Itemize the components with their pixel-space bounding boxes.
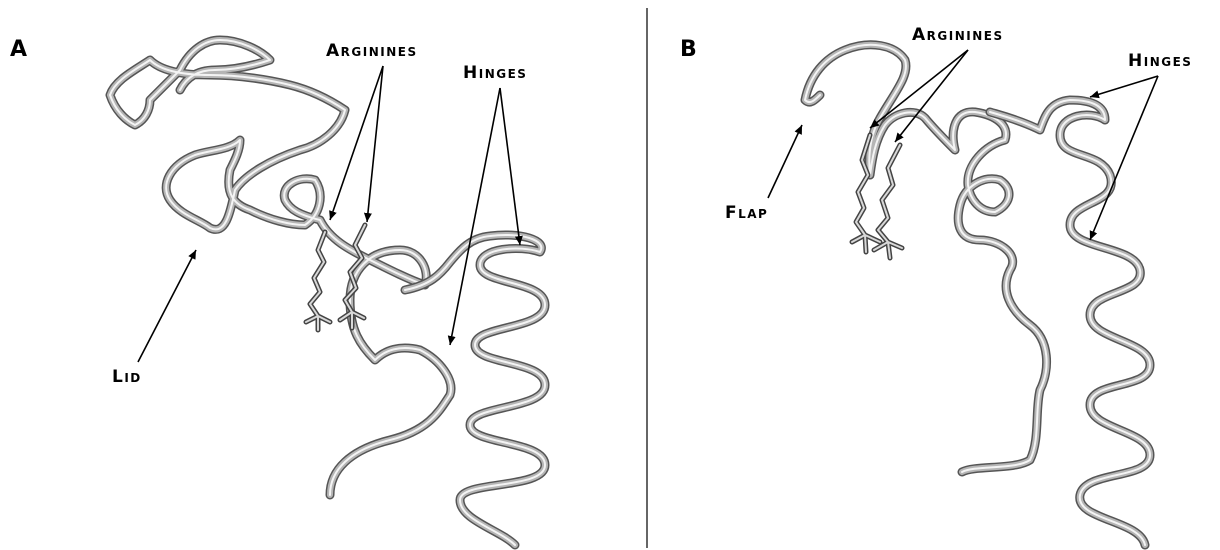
panel-b-hinges-label: Hinges: [1128, 51, 1192, 71]
panel-b: B Arginines Hinges Flap: [680, 25, 1192, 545]
panel-b-arginines-label: Arginines: [912, 25, 1004, 45]
panel-a-hinges-arrow-1: [450, 88, 500, 345]
panel-b-helix-ribbon: [990, 100, 1150, 545]
panel-b-flap-label: Flap: [725, 203, 768, 223]
panel-b-backbone-ribbon: [805, 45, 1047, 472]
panel-a-letter: A: [10, 37, 27, 62]
panel-a-helix-ribbon: [405, 235, 545, 545]
panel-a-lid-arrow: [138, 250, 196, 362]
panel-b-letter: B: [680, 37, 697, 62]
panel-b-flap-arrow: [768, 125, 802, 198]
panel-b-hinges-arrow-1: [1090, 76, 1158, 97]
panel-a-arginines-label: Arginines: [326, 41, 418, 61]
panel-a-hinges-arrow-2: [500, 88, 520, 245]
panel-a-lid-label: Lid: [112, 367, 142, 387]
panel-a-hinges-label: Hinges: [463, 63, 527, 83]
panel-a-backbone-ribbon: [110, 40, 451, 495]
panel-a: A Arginines Hinges Lid: [10, 37, 545, 545]
